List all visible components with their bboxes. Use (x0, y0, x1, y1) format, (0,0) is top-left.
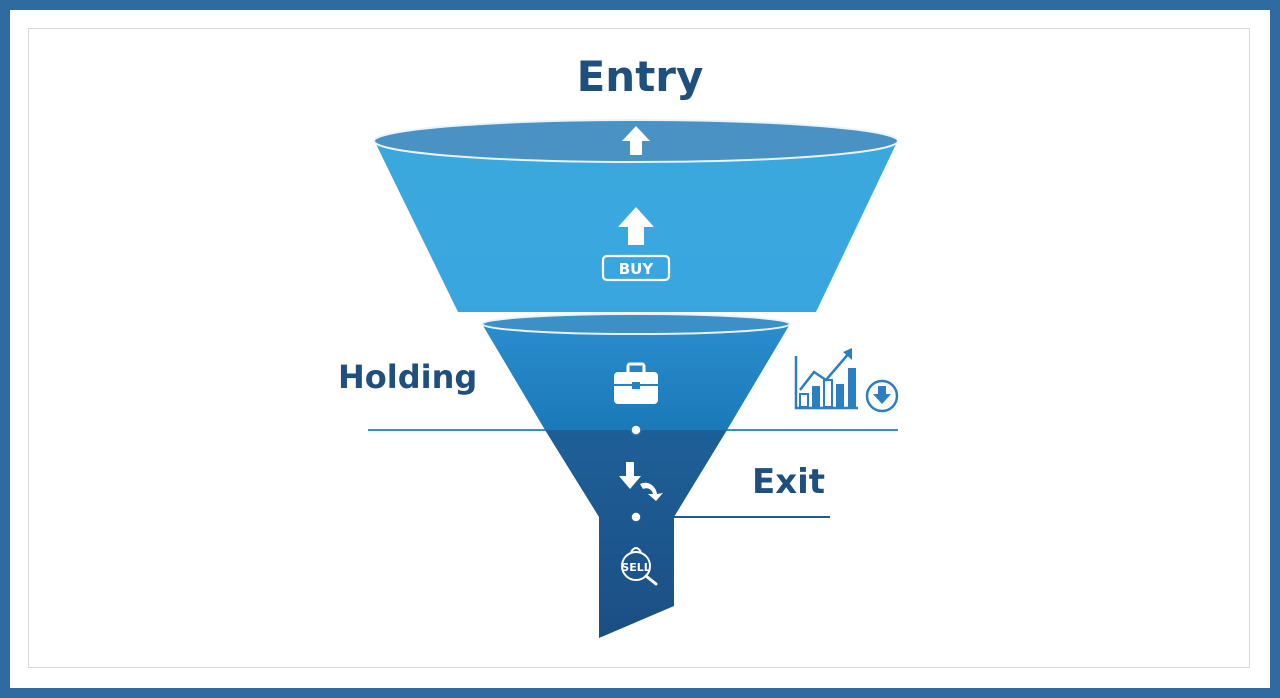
download-badge-icon (865, 379, 899, 413)
exit-connector-dot (630, 511, 642, 523)
funnel-bottom-section (545, 430, 727, 638)
arrow-up-icon (618, 207, 654, 245)
briefcase-icon (614, 362, 658, 404)
inner-border (28, 28, 1250, 668)
buy-tag-text: BUY (619, 260, 655, 278)
arrow-up-icon (622, 126, 650, 155)
growth-chart-icon (794, 348, 858, 410)
buy-tag-icon: BUY (601, 254, 671, 282)
sell-tag-text: SELL (621, 561, 650, 574)
sell-tag-icon: SELL (621, 547, 658, 586)
holding-label: Holding (338, 358, 478, 396)
entry-label: Entry (576, 52, 704, 101)
holding-connector-dot (630, 424, 642, 436)
exit-label: Exit (752, 462, 826, 502)
arrows-down-exchange-icon (619, 462, 663, 501)
